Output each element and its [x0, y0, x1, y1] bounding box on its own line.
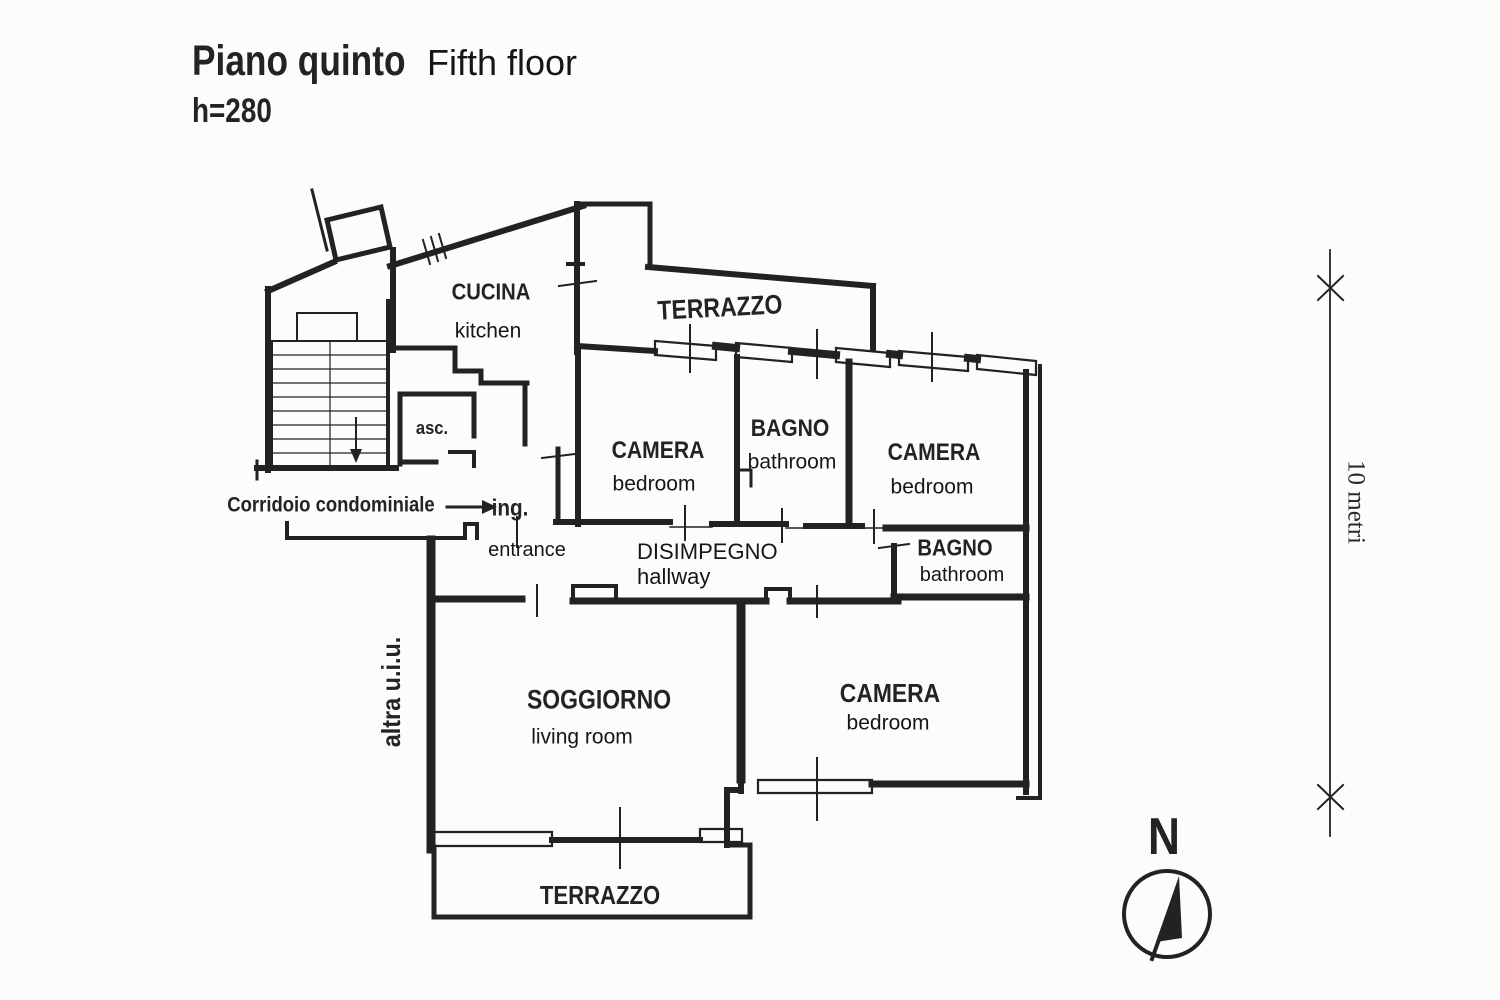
- entrance-label-it: ing.: [491, 494, 529, 521]
- room-label-bedroom2: bedroom: [890, 475, 974, 499]
- terrace-top-walls: [644, 263, 877, 351]
- room-label-terrazzo-bottom: TERRAZZO: [539, 880, 661, 910]
- staircase: [254, 188, 399, 481]
- room-label-living-room: living room: [531, 725, 633, 749]
- window-band-north: [573, 324, 1038, 382]
- upper-room-walls: [553, 349, 1030, 544]
- bedroom3-walls: [724, 598, 1030, 848]
- north-label: N: [1148, 808, 1180, 866]
- room-label-camera2: CAMERA: [887, 439, 981, 466]
- room-label-cucina: CUCINA: [451, 278, 531, 305]
- corridor-walls: [285, 500, 497, 540]
- kitchen-door-hatch: [421, 232, 448, 266]
- elevator-label: asc.: [415, 418, 449, 438]
- room-label-bathroom1: bathroom: [747, 450, 837, 474]
- exterior-wall-east: [1016, 364, 1042, 800]
- window-ticks: [689, 324, 933, 382]
- scale-label: 10 metri: [1342, 459, 1370, 545]
- hallway-bottom-wall: [428, 584, 902, 618]
- bathroom2-walls: [877, 542, 1030, 601]
- floor-height: h=280: [192, 92, 272, 130]
- room-label-camera3: CAMERA: [839, 678, 941, 708]
- door-ticks-hallway-top: [684, 505, 875, 544]
- room-label-bathroom2: bathroom: [919, 564, 1005, 586]
- kitchen-walls: [386, 201, 653, 548]
- page-title-translation: Fifth floor: [427, 42, 578, 83]
- north-compass: [1122, 869, 1212, 962]
- room-label-kitchen: kitchen: [454, 319, 522, 343]
- compass-needle: [1156, 876, 1182, 942]
- room-label-bedroom3: bedroom: [846, 711, 930, 735]
- stairs-down-arrow: [350, 449, 362, 463]
- entrance-arrow-head: [482, 500, 497, 514]
- other-unit-label: altra u.i.u.: [376, 636, 406, 748]
- elevator-room: [397, 391, 477, 468]
- terrace-bottom-walls: [431, 842, 753, 920]
- room-label-soggiorno: SOGGIORNO: [526, 684, 672, 715]
- living-room-walls: [426, 535, 744, 869]
- room-label-hallway: hallway: [637, 564, 711, 589]
- scale-bar: [1316, 249, 1345, 837]
- room-label-disimpegno: DISIMPEGNO: [637, 539, 778, 564]
- corridor-label: Corridoio condominiale: [227, 493, 435, 517]
- room-label-bagno2: BAGNO: [917, 534, 993, 561]
- room-label-camera1: CAMERA: [611, 437, 705, 464]
- room-label-bedroom1: bedroom: [612, 472, 696, 496]
- room-label-terrazzo-top: TERRAZZO: [656, 289, 784, 326]
- room-label-bagno1: BAGNO: [750, 415, 830, 442]
- entrance-label-en: entrance: [488, 539, 566, 561]
- page-title: Piano quinto: [192, 37, 406, 85]
